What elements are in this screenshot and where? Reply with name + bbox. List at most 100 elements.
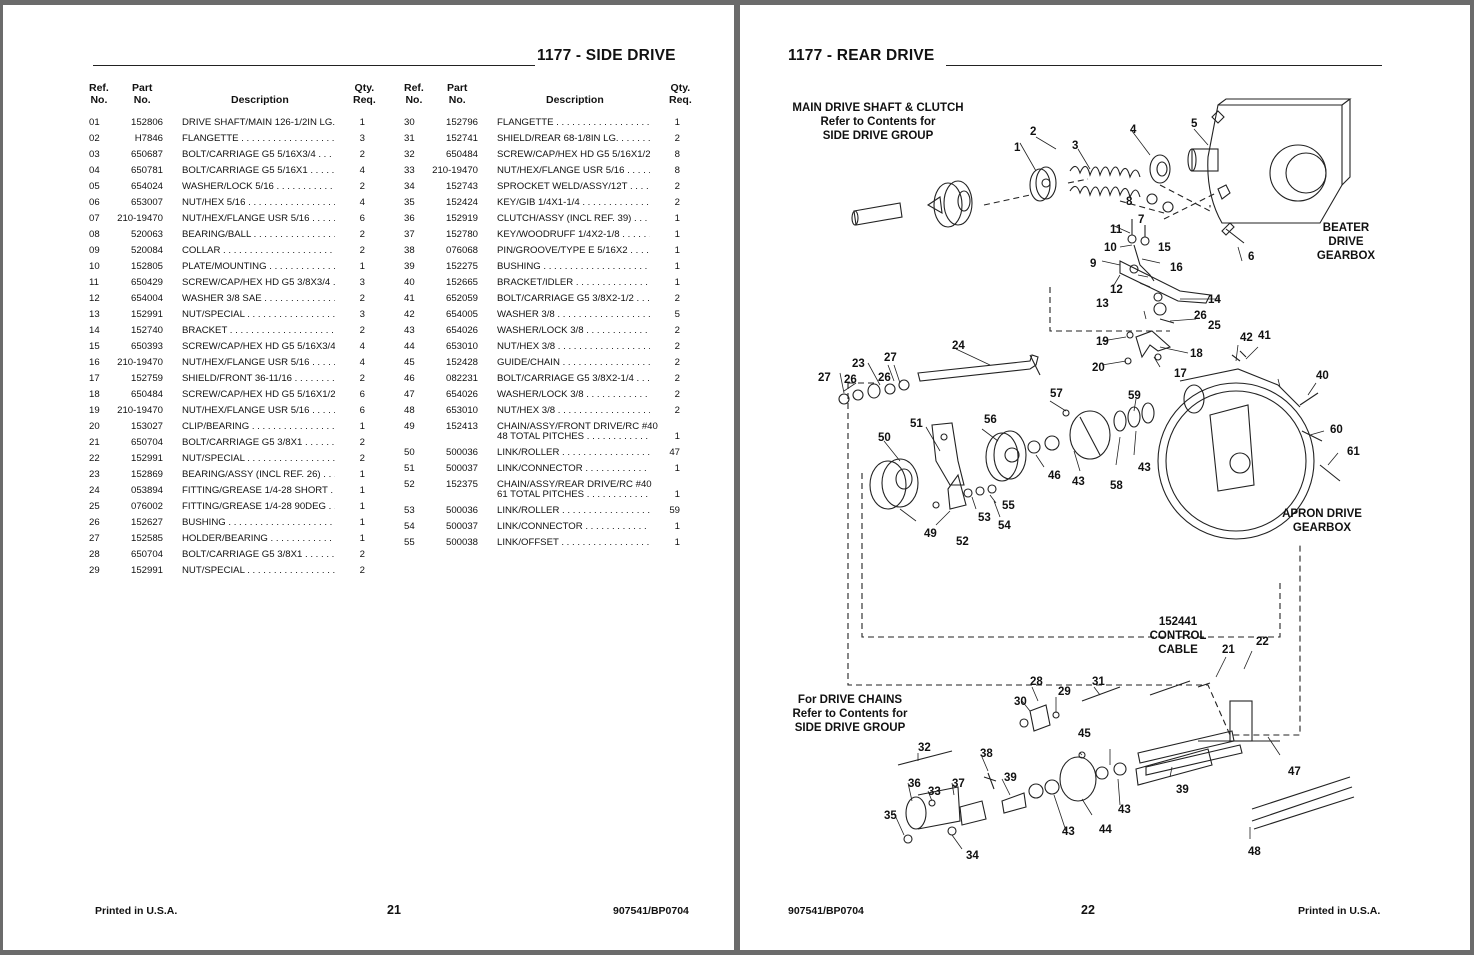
header-description: Description: [231, 94, 289, 106]
callout-4: 4: [1130, 124, 1137, 136]
part-no: 650704: [130, 437, 163, 448]
qty-req: 6: [335, 213, 365, 224]
part-no: 500036: [445, 505, 478, 516]
qty-req: 1: [650, 213, 680, 224]
description: COLLAR: [182, 245, 362, 256]
ref-no: 29: [89, 565, 100, 576]
ref-no: 01: [89, 117, 100, 128]
part-no: 152665: [445, 277, 478, 288]
ref-no: 03: [89, 149, 100, 160]
spring-3: [1069, 165, 1141, 199]
qty-req: 1: [335, 485, 365, 496]
apron-gearbox: [1157, 368, 1315, 540]
callout-43: 43: [1118, 804, 1131, 816]
ref-no: 22: [89, 453, 100, 464]
ref-no: 49: [404, 421, 415, 432]
description: FLANGETTE: [182, 133, 362, 144]
qty-req: 1: [335, 533, 365, 544]
qty-req: 6: [335, 405, 365, 416]
callout-43: 43: [1138, 462, 1151, 474]
qty-req: 1: [650, 521, 680, 532]
description: SPROCKET WELD/ASSY/12T: [497, 181, 677, 192]
callout-56: 56: [984, 414, 997, 426]
part-no: 210-19470: [117, 357, 163, 368]
sprocket-44: [1059, 756, 1097, 802]
ref-no: 37: [404, 229, 415, 240]
ref-no: 33: [404, 165, 415, 176]
description: NUT/SPECIAL: [182, 453, 362, 464]
description: SCREW/CAP/HEX HD G5 5/16X3/4: [182, 341, 362, 352]
callout-23: 23: [852, 358, 865, 370]
callout-38: 38: [980, 748, 993, 760]
callout-9: 9: [1090, 258, 1096, 270]
callout-22: 22: [1256, 636, 1269, 648]
footer-docnum: 907541/BP0704: [788, 905, 864, 917]
part-no: 653010: [445, 405, 478, 416]
ref-no: 21: [89, 437, 100, 448]
ref-no: 15: [89, 341, 100, 352]
callout-13: 13: [1096, 298, 1109, 310]
table-row: 09520084COLLAR2: [89, 245, 369, 259]
callout-45: 45: [1078, 728, 1091, 740]
qty-req: 1: [650, 277, 680, 288]
qty-req: 4: [335, 357, 365, 368]
note-chains: SIDE DRIVE GROUP: [795, 722, 906, 734]
table-row: 30152796FLANGETTE1: [404, 117, 684, 131]
qty-req: 2: [335, 293, 365, 304]
callout-15: 15: [1158, 242, 1171, 254]
table-row: 61 TOTAL PITCHES1: [404, 489, 684, 503]
description: 61 TOTAL PITCHES: [497, 489, 677, 500]
qty-req: 2: [335, 181, 365, 192]
note-apron: APRON DRIVE: [1282, 508, 1362, 520]
description: NUT/HEX/FLANGE USR 5/16: [182, 405, 362, 416]
description: KEY/GIB 1/4X1-1/4: [497, 197, 677, 208]
qty-req: 1: [650, 117, 680, 128]
part-no: 152919: [445, 213, 478, 224]
qty-req: 1: [335, 517, 365, 528]
qty-req: 2: [335, 229, 365, 240]
ref-no: 24: [89, 485, 100, 496]
shaft-24: [917, 354, 1039, 382]
ref-no: 27: [89, 533, 100, 544]
qty-req: 2: [335, 565, 365, 576]
qty-req: 1: [335, 421, 365, 432]
note-beater: BEATER: [1323, 222, 1370, 234]
ref-no: 18: [89, 389, 100, 400]
table-row: 02H7846FLANGETTE3: [89, 133, 369, 147]
part-no: 152413: [445, 421, 478, 432]
description: FITTING/GREASE 1/4-28 90DEG: [182, 501, 362, 512]
page-number: 22: [1081, 903, 1095, 917]
note-chains: Refer to Contents for: [793, 708, 909, 720]
ref-no: 08: [89, 229, 100, 240]
ref-no: 54: [404, 521, 415, 532]
description: SCREW/CAP/HEX HD G5 5/16X1/2: [497, 149, 677, 160]
header-qty: Qty.Req.: [353, 82, 376, 106]
part-no: 152805: [130, 261, 163, 272]
description: NUT/HEX/FLANGE USR 5/16: [182, 213, 362, 224]
part-no: 650429: [130, 277, 163, 288]
qty-req: 1: [650, 229, 680, 240]
part-no: 650484: [130, 389, 163, 400]
ref-no: 11: [89, 277, 99, 288]
callout-59: 59: [1128, 390, 1141, 402]
callout-53: 53: [978, 512, 991, 524]
header-description-2: Description: [546, 94, 604, 106]
